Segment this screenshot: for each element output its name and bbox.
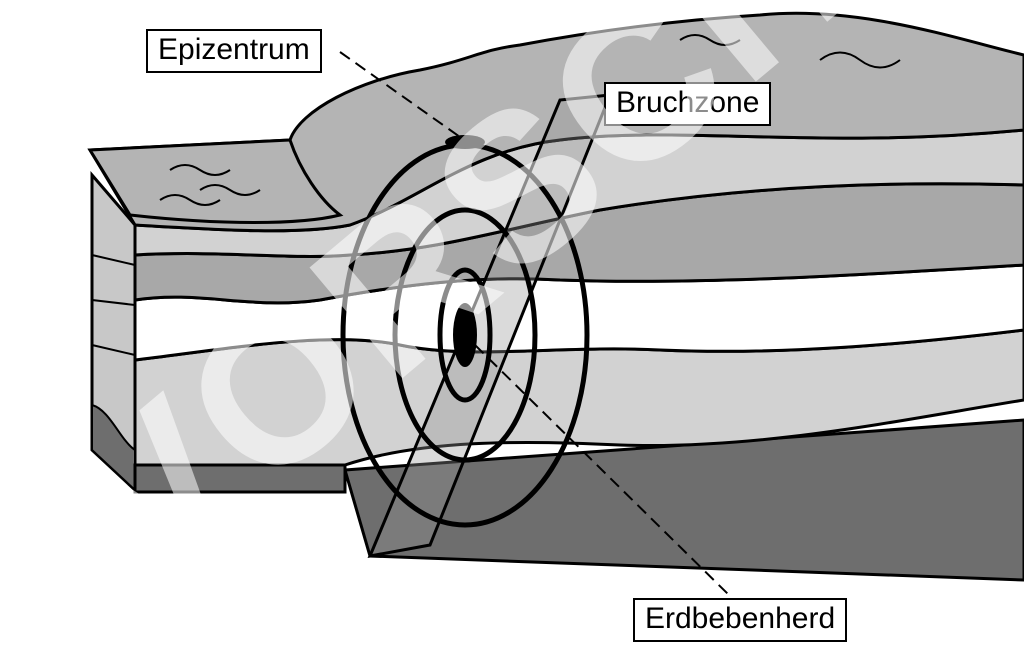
epicenter-marker — [445, 135, 485, 149]
focus-marker — [453, 303, 477, 367]
bottom-edge — [135, 465, 345, 492]
focus-label: Erdbebenherd — [633, 598, 847, 642]
epicenter-label: Epizentrum — [146, 29, 322, 73]
fault-zone-label: Bruchzone — [604, 82, 771, 126]
